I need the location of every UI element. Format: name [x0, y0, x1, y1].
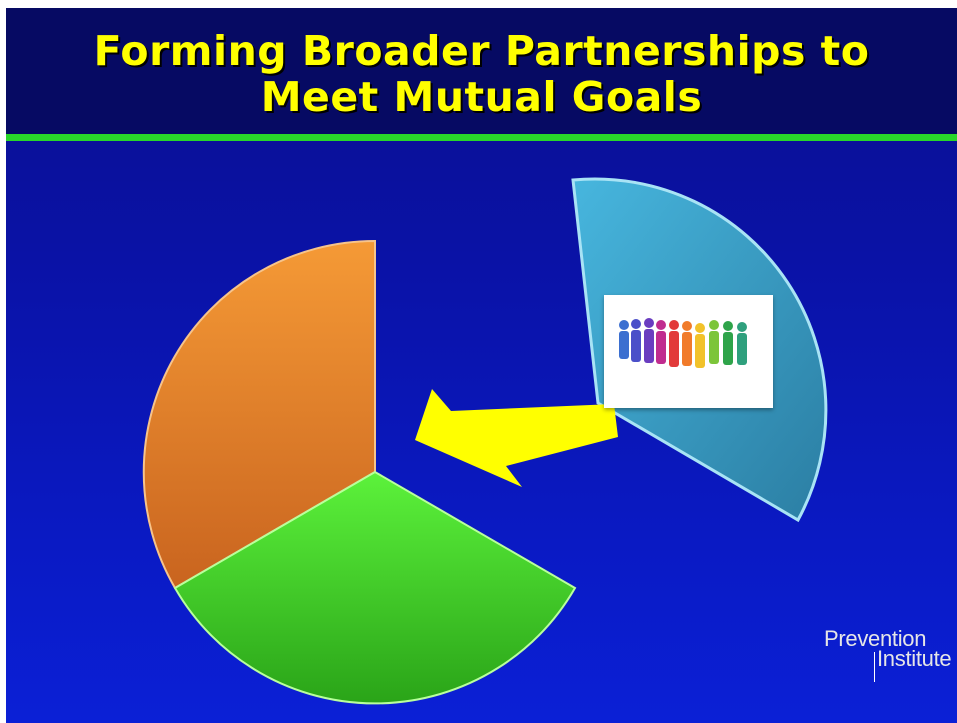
people-group-icon: [619, 318, 747, 368]
title-line-1: Forming Broader Partnerships to: [93, 27, 870, 75]
title-divider: [6, 134, 957, 141]
title-band: Forming Broader Partnerships to Meet Mut…: [6, 8, 957, 134]
prevention-institute-logo: Prevention Institute: [824, 626, 957, 723]
logo-divider: [874, 652, 875, 682]
slide: Forming Broader Partnerships to Meet Mut…: [6, 8, 957, 723]
logo-word-institute: Institute: [877, 646, 952, 671]
people-group-photo: [604, 295, 773, 408]
pie-slice-orange: [142, 239, 376, 590]
logo-word-prevention: Prevention: [824, 626, 927, 651]
slide-title: Forming Broader Partnerships to Meet Mut…: [6, 28, 957, 120]
title-line-2: Meet Mutual Goals: [260, 73, 703, 121]
arrow-shape: [415, 389, 618, 487]
exploded-pie-graphic: [142, 177, 828, 705]
pie-slice-green: [173, 470, 577, 705]
